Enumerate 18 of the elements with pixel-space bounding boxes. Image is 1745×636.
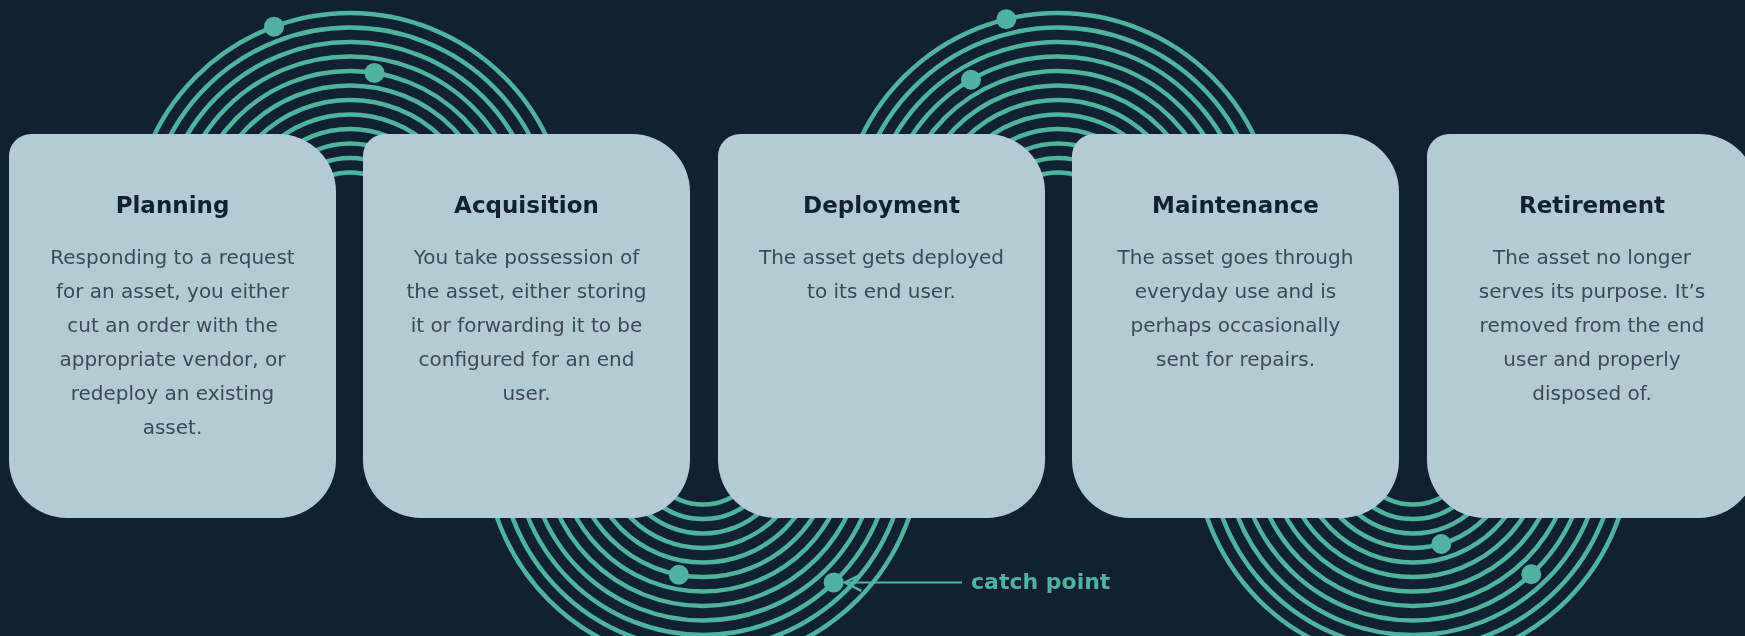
card-title: Deployment	[803, 192, 960, 218]
stage-card	[718, 134, 1045, 518]
card-title: Maintenance	[1152, 192, 1319, 218]
leader-line	[843, 573, 963, 593]
card-description: The asset no longer serves its purpose. It’s removed from the end user and properly disposed of.	[1477, 244, 1707, 407]
card-description: The asset goes through everyday use and is perhaps occasionally sent for repairs.	[1116, 244, 1355, 373]
stage-card	[1072, 134, 1399, 518]
card-description: The asset gets deployed to its end user.	[757, 244, 1006, 305]
card-title: Acquisition	[454, 192, 599, 218]
stage-card	[9, 134, 336, 518]
card-title: Planning	[115, 192, 230, 218]
card-description: You take possession of the asset, either storing it or forwarding it to be configured for an end user.	[405, 244, 648, 407]
card-description: Responding to a request for an asset, you either cut an order with the appropriate vendor, or redeploy an existing asset.	[49, 244, 296, 441]
stage-card	[363, 134, 690, 518]
callout-label: catch point	[971, 568, 1111, 594]
catch-point-dot	[823, 572, 844, 593]
stage-card	[1427, 134, 1745, 518]
card-title: Retirement	[1518, 192, 1666, 218]
